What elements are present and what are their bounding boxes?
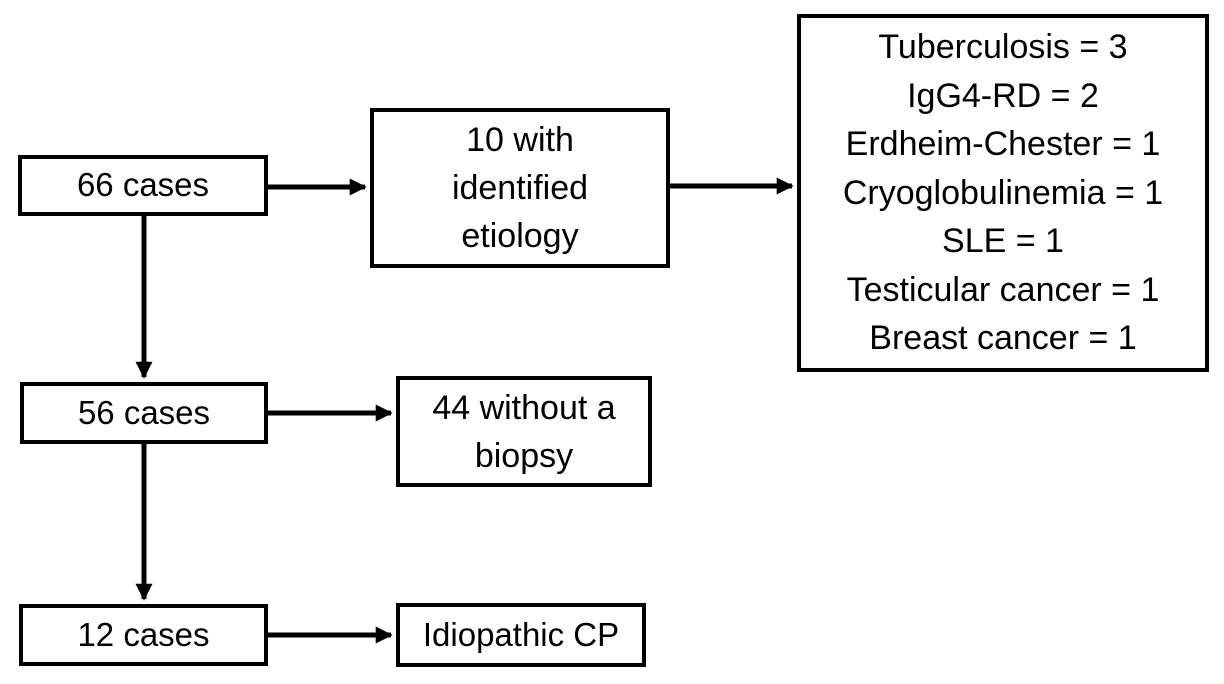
node-12-cases: 12 cases bbox=[19, 604, 268, 666]
node-44-without-biopsy: 44 without a biopsy bbox=[396, 376, 652, 487]
node-66-cases: 66 cases bbox=[18, 155, 268, 216]
etiology-line-cryoglobulinemia: Cryoglobulinemia = 1 bbox=[842, 173, 1164, 212]
etiology-line-tuberculosis: Tuberculosis = 3 bbox=[878, 28, 1128, 67]
etiology-line-igg4-rd: IgG4-RD = 2 bbox=[907, 76, 1099, 115]
node-idiopathic-cp: Idiopathic CP bbox=[396, 603, 646, 667]
node-etiology-breakdown: Tuberculosis = 3 IgG4-RD = 2 Erdheim-Che… bbox=[797, 14, 1209, 372]
node-56-cases: 56 cases bbox=[20, 382, 268, 444]
etiology-line-breast-cancer: Breast cancer = 1 bbox=[869, 319, 1137, 358]
node-10-identified-etiology: 10 with identified etiology bbox=[370, 108, 670, 268]
etiology-line-testicular-cancer: Testicular cancer = 1 bbox=[846, 270, 1160, 309]
etiology-line-erdheim-chester: Erdheim-Chester = 1 bbox=[845, 125, 1161, 164]
etiology-line-sle: SLE = 1 bbox=[942, 222, 1064, 261]
